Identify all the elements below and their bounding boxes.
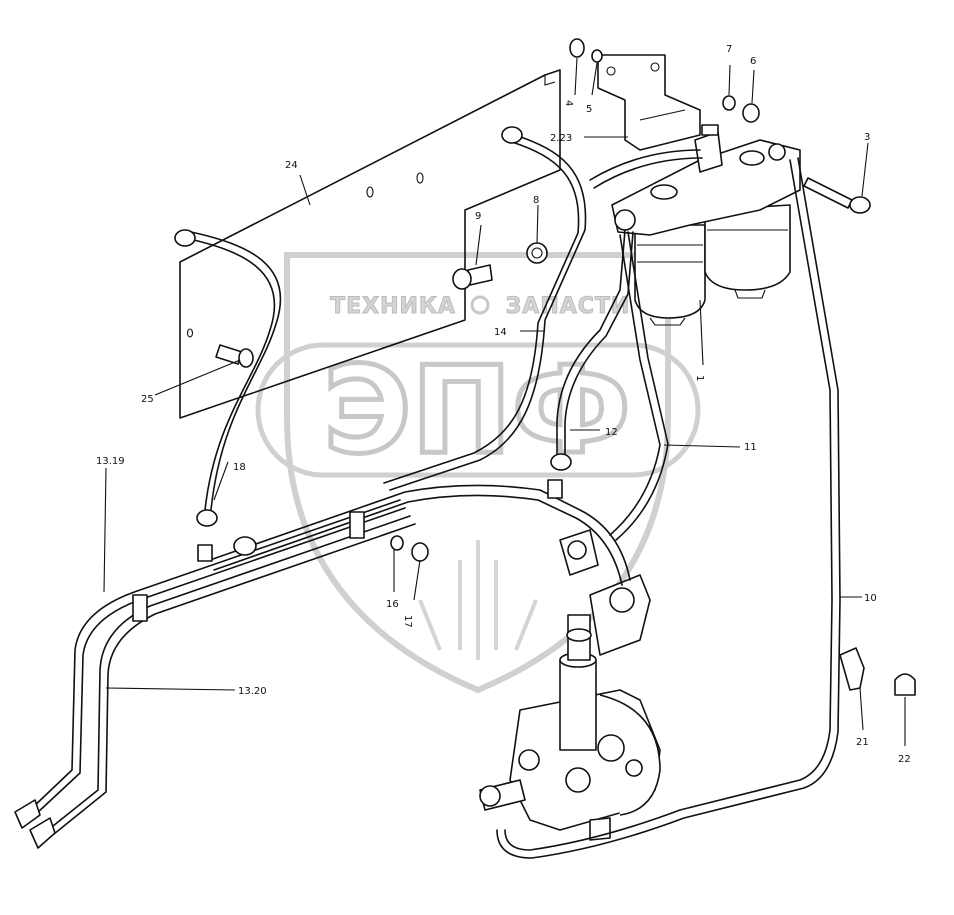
- callout-6: 6: [750, 56, 756, 67]
- callout-10: 10: [864, 593, 877, 604]
- watermark-wheat-icon: [418, 540, 538, 660]
- watermark: ТЕХНИКА ЗАПАСТИ ЭПФ: [255, 252, 701, 694]
- watermark-gear-icon: [470, 295, 490, 315]
- callout-17: 17: [402, 615, 413, 628]
- callout-16: 16: [386, 599, 399, 610]
- injection-pump: [479, 529, 661, 841]
- part-4-nut-icon: [569, 38, 585, 58]
- part-22-clip-icon: [894, 673, 916, 696]
- filter-bracket: [597, 54, 701, 151]
- fuel-filter: [611, 124, 801, 326]
- watermark-shield: [284, 252, 671, 694]
- watermark-big-text: ЭПФ: [323, 342, 631, 481]
- callouts: 1 2.23 3 4 5 6 7 8 9 10 11 12 13.19 13.2…: [96, 44, 911, 765]
- part-5-washer-icon: [591, 49, 603, 63]
- callout-24: 24: [285, 160, 298, 171]
- callout-3: 3: [864, 132, 870, 143]
- part-6-nut-icon: [742, 103, 760, 123]
- part-16-washer-icon: [390, 535, 404, 551]
- callout-25: 25: [141, 394, 154, 405]
- callout-1: 1: [694, 375, 705, 381]
- watermark-text-left: ТЕХНИКА: [330, 294, 456, 319]
- part-9-bolt-icon: [452, 264, 493, 290]
- mounting-plate: [179, 69, 561, 419]
- callout-14: 14: [494, 327, 507, 338]
- callout-4: 4: [563, 100, 574, 106]
- callout-13-19: 13.19: [96, 456, 125, 467]
- callout-11: 11: [744, 442, 757, 453]
- part-25-bolt-icon: [215, 344, 254, 368]
- part-3-bolt-icon: [803, 177, 871, 214]
- callout-18: 18: [233, 462, 246, 473]
- callout-12: 12: [605, 427, 618, 438]
- leader-lines: [103, 57, 906, 746]
- callout-8: 8: [533, 195, 539, 206]
- callout-22: 22: [898, 754, 911, 765]
- callout-7: 7: [726, 44, 732, 55]
- small-parts: [215, 38, 916, 696]
- fuel-pipes: [14, 126, 841, 859]
- watermark-oval: [255, 342, 701, 478]
- callout-13-20: 13.20: [238, 686, 267, 697]
- part-17-nut-icon: [411, 542, 429, 562]
- part-21-clip-icon: [839, 647, 865, 691]
- callout-5: 5: [586, 104, 592, 115]
- part-7-washer-icon: [722, 95, 736, 111]
- callout-9: 9: [475, 211, 481, 222]
- part-8-washer-icon: [526, 242, 548, 264]
- callout-2-23: 2.23: [550, 133, 572, 144]
- watermark-text-right: ЗАПАСТИ: [506, 294, 631, 319]
- callout-21: 21: [856, 737, 869, 748]
